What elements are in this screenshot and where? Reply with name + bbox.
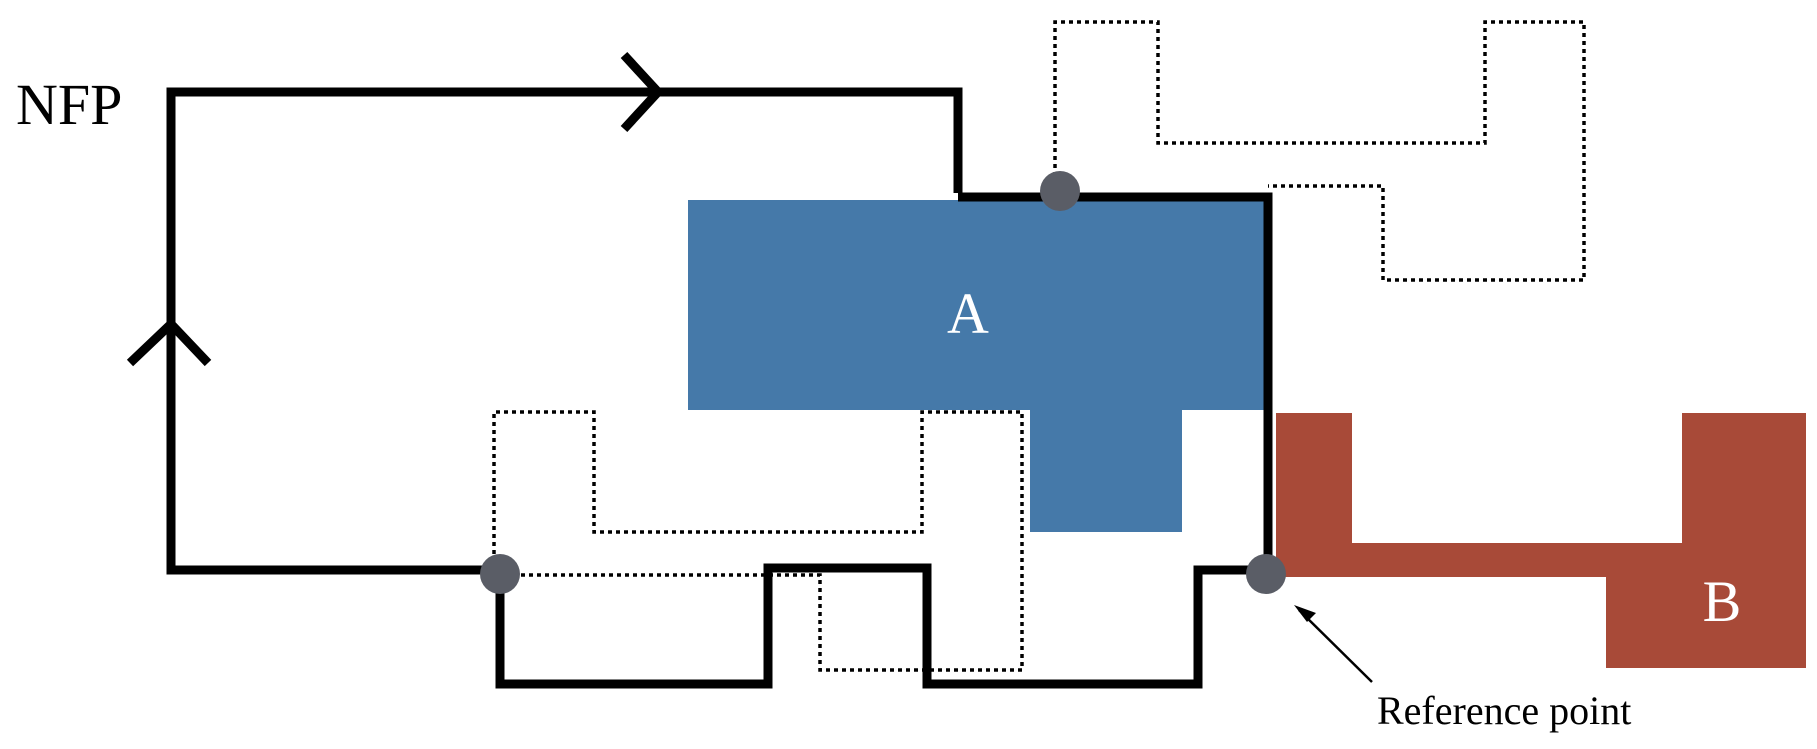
polygon-b bbox=[1276, 413, 1806, 668]
reference-point-dot bbox=[1246, 554, 1286, 594]
nfp-outline bbox=[166, 87, 1273, 689]
reference-point-label: Reference point bbox=[1377, 688, 1631, 733]
contact-point-left bbox=[480, 554, 520, 594]
nfp-direction-arrow-left bbox=[126, 317, 212, 367]
polygon-a-label: A bbox=[947, 281, 989, 346]
ghost-polygon-b-bottom bbox=[492, 410, 1024, 672]
polygon-b-label: B bbox=[1703, 569, 1742, 634]
nfp-label: NFP bbox=[16, 72, 122, 137]
contact-point-top bbox=[1040, 171, 1080, 211]
reference-point-pointer-head bbox=[1294, 605, 1316, 622]
reference-point-pointer-line bbox=[1298, 609, 1373, 683]
ghost-polygon-b-top bbox=[1053, 20, 1586, 282]
nfp-direction-arrow-top bbox=[620, 51, 665, 133]
polygon-a bbox=[688, 200, 1268, 532]
